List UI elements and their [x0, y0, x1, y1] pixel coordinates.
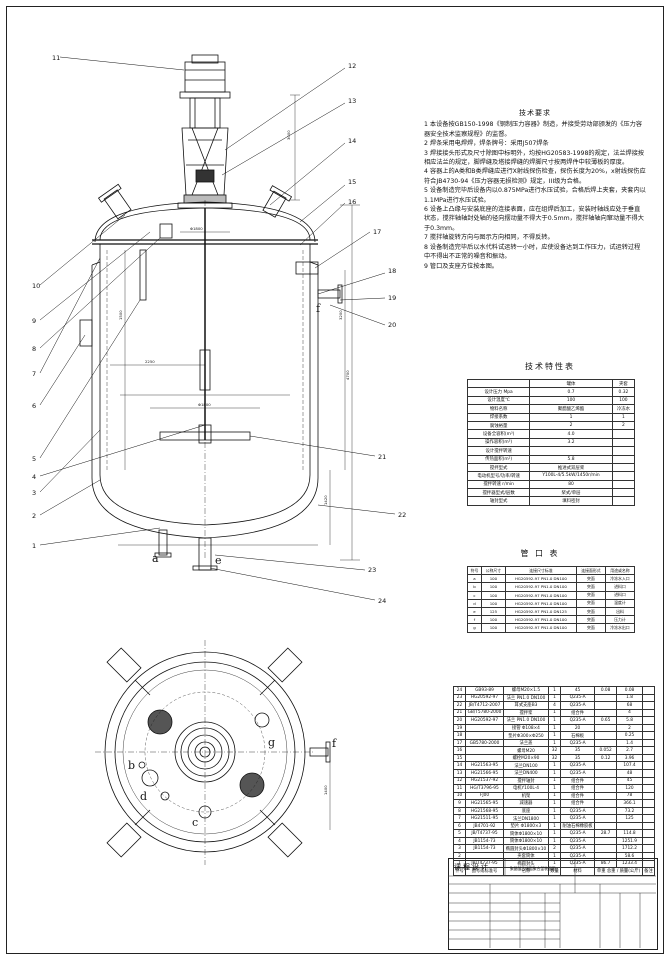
callout-8: 8	[32, 345, 36, 353]
char-row: 轴封型式填料密封	[466, 496, 636, 506]
callout-24: 24	[378, 597, 386, 605]
dimension-text: Φ1800 3000 1500 3200 4700 2250 1420 Φ180…	[118, 130, 350, 795]
svg-text:3200: 3200	[338, 310, 343, 320]
callout-18: 18	[388, 267, 396, 275]
svg-text:2250: 2250	[145, 359, 155, 364]
svg-text:e: e	[215, 554, 222, 567]
top-head	[99, 207, 311, 241]
tech-req-item: 5 设备制造完毕后设备内以0.875MPa进行水压试验，合格后焊上夹套，夹套内以…	[424, 187, 646, 204]
callout-2: 2	[32, 512, 36, 520]
char-table-title: 技术特性表	[525, 362, 575, 371]
tech-req-item: 8 设备制造完毕后以水代料试运转一小时，应使设备达到工作压力，试运转过程中不得出…	[424, 243, 641, 261]
callout-19: 19	[388, 294, 396, 302]
svg-text:1420: 1420	[323, 495, 328, 505]
callout-17: 17	[373, 228, 381, 236]
callout-22: 22	[398, 511, 406, 519]
tech-req-title: 技术要求	[519, 109, 551, 117]
callout-13: 13	[348, 97, 356, 105]
table-cell: 冷冻水出口	[604, 623, 636, 633]
callout-7: 7	[32, 370, 36, 378]
table-cell	[611, 496, 636, 506]
plan-view	[95, 640, 331, 865]
callout-20: 20	[388, 321, 396, 329]
svg-text:f: f	[316, 302, 321, 315]
callout-3: 3	[32, 489, 36, 497]
tech-req-item: 7 搅拌轴旋转方向与图示方向相同，不得反转。	[424, 234, 554, 242]
table-header-cell: 材料	[559, 867, 596, 876]
svg-text:c: c	[192, 816, 198, 829]
tech-req-item: 2 焊条采用电焊焊，焊条牌号：采用J507焊条	[424, 140, 549, 148]
bottom-head	[99, 474, 311, 526]
callout-9: 9	[32, 317, 36, 325]
svg-text:f: f	[332, 737, 337, 750]
svg-text:3000: 3000	[286, 130, 291, 140]
svg-text:g: g	[268, 736, 275, 749]
table-header-cell: 名称	[502, 867, 550, 876]
tech-req-item: 1 本设备按GB150-1998《钢制压力容器》制造，并接受劳动部颁发的《压力容…	[424, 121, 642, 138]
callout-12: 12	[348, 62, 356, 70]
callout-labels: 11 12 13 14 15 16 17 18 19 20 21 22 23 2…	[32, 54, 406, 605]
tech-req-item: 4 容器上的A类和B类焊缝应进行X射线探伤检查，探伤长度为20%，x射线探伤应符…	[424, 168, 646, 185]
callout-11: 11	[52, 54, 60, 62]
parts-header-row: 件号图号或标准号名称数量材料单重 总重 / 质量(公斤)备注	[453, 867, 656, 876]
svg-text:a: a	[152, 552, 159, 565]
table-header-row: 符号公称尺寸连接尺寸标准连接面形式用途或名称	[467, 565, 636, 576]
tech-req-item: 6 设备上凸缘与安装底座的连接表面，应在组焊后加工，安装时轴线应处于垂直状态，搅…	[424, 206, 644, 232]
drawing-frame	[6, 6, 664, 954]
technical-requirements: 技术要求 1 本设备按GB150-1998《钢制压力容器》制造，并接受劳动部颁发…	[424, 109, 646, 271]
callout-15: 15	[348, 178, 356, 186]
nozzle-letters: a e f b c d f g	[128, 302, 337, 829]
title-block	[448, 858, 658, 950]
svg-text:Φ1800: Φ1800	[190, 226, 203, 231]
tech-req-item: 9 管口及支座方位按本图。	[424, 262, 498, 270]
svg-text:1500: 1500	[118, 310, 123, 320]
svg-text:d: d	[140, 790, 147, 803]
table-header-cell: 备注	[641, 867, 656, 876]
callout-21: 21	[378, 453, 386, 461]
nozzle-table-title: 管 口 表	[520, 549, 560, 558]
callout-10: 10	[32, 282, 40, 290]
callout-1: 1	[32, 542, 36, 550]
table-cell: 轴封型式	[466, 496, 531, 506]
svg-text:1400: 1400	[323, 785, 328, 795]
callout-16: 16	[348, 198, 356, 206]
title-block-title: 课程设计	[454, 863, 490, 871]
thermowell	[199, 349, 211, 391]
nozzle-a	[158, 529, 168, 556]
callout-23: 23	[368, 566, 376, 574]
svg-text:Φ1800: Φ1800	[198, 402, 211, 407]
tech-req-item: 3 焊接接头形式及尺寸除图中标明外，均按HG20583-1998的规定，法兰焊接…	[424, 149, 645, 167]
svg-text:b: b	[128, 759, 135, 772]
callout-4: 4	[32, 473, 36, 481]
title-block-subtitle: 聚醋酸乙烯酯聚合釜装配图	[510, 866, 556, 871]
lug-support	[79, 319, 93, 347]
svg-text:4700: 4700	[345, 370, 350, 380]
callout-6: 6	[32, 402, 36, 410]
callout-5: 5	[32, 455, 36, 463]
callout-14: 14	[348, 137, 356, 145]
